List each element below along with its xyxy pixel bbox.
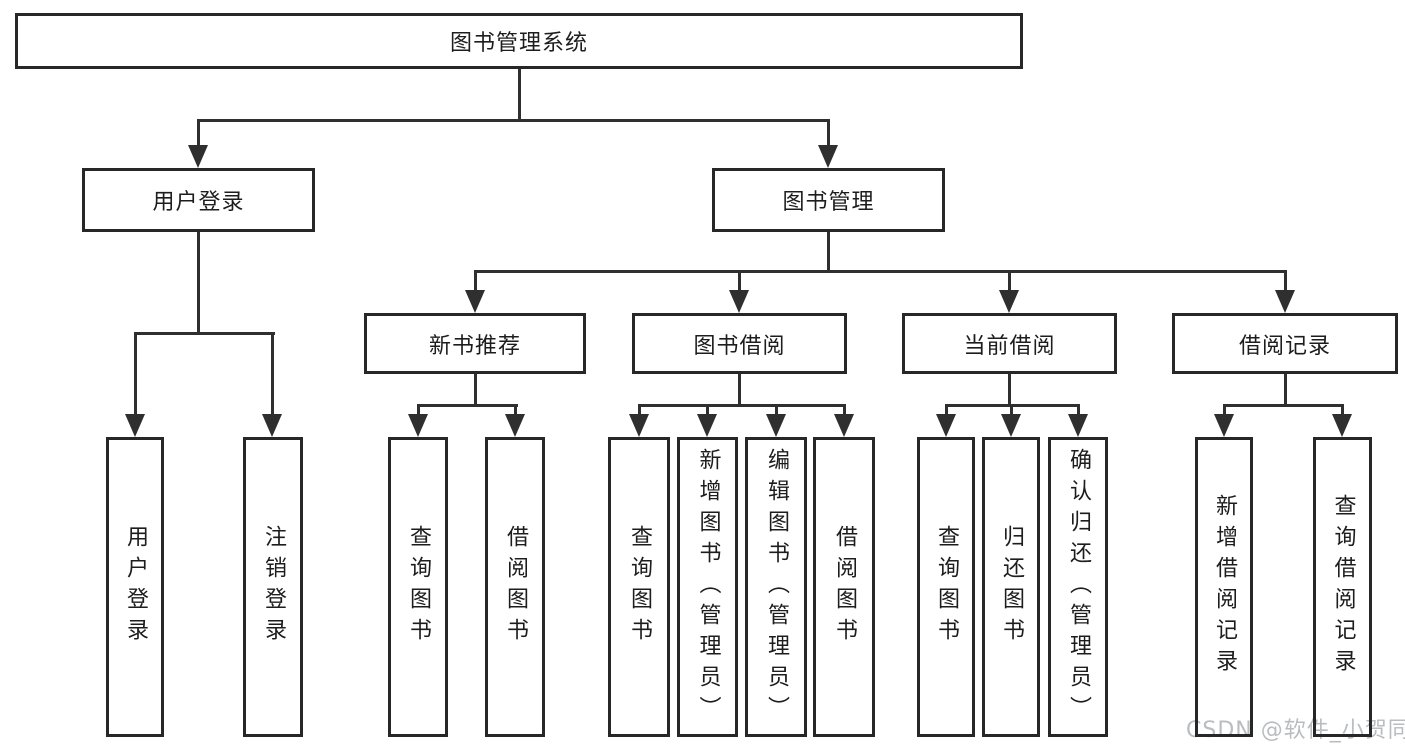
connector-drop (775, 407, 778, 415)
leaf-label: 新增图书（管理员） (695, 447, 721, 727)
leaf-label: 查询借阅记录 (1330, 494, 1356, 680)
leaf-add-book-admin: 新增图书（管理员） (677, 437, 738, 737)
arrowhead-down-icon (629, 414, 649, 437)
connector-book-borrow-stem (738, 374, 741, 406)
leaf-edit-book-admin: 编辑图书（管理员） (745, 437, 807, 737)
node-new-book-recommend: 新书推荐 (364, 313, 586, 374)
arrowhead-down-icon (697, 414, 717, 437)
connector-level3 (474, 270, 1287, 273)
connector-drop (1010, 407, 1013, 415)
arrowhead-down-icon (1001, 414, 1021, 437)
leaf-label: 注销登录 (261, 525, 286, 649)
connector-drop-leaf-user-login (134, 335, 137, 414)
arrowhead-down-icon (818, 145, 838, 168)
root-node-library-system: 图书管理系统 (15, 13, 1023, 69)
leaf-borrow-books-borrow: 借阅图书 (813, 437, 875, 737)
connector-drop-leaf-logout (271, 335, 274, 414)
connector-book-management-stem (827, 232, 830, 272)
arrowhead-down-icon (262, 414, 282, 437)
arrowhead-down-icon (766, 414, 786, 437)
arrowhead-down-icon (729, 290, 749, 313)
connector-borrow-records-group (1223, 404, 1344, 407)
connector-drop-new-book (474, 273, 477, 290)
connector-book-borrow-group (638, 404, 846, 407)
connector-new-book-stem (474, 374, 477, 406)
leaf-confirm-return-admin: 确认归还（管理员） (1048, 437, 1108, 737)
connector-drop (1341, 407, 1344, 415)
leaf-query-books-recommend: 查询图书 (388, 437, 448, 737)
connector-level2 (197, 119, 830, 122)
arrowhead-down-icon (999, 290, 1019, 313)
connector-drop (945, 407, 948, 415)
arrowhead-down-icon (1332, 414, 1352, 437)
leaf-query-books-current: 查询图书 (917, 437, 975, 737)
node-book-management: 图书管理 (712, 168, 945, 232)
arrowhead-down-icon (125, 414, 145, 437)
connector-new-book-group (417, 404, 518, 407)
arrowhead-down-icon (505, 414, 525, 437)
connector-drop-current-borrow (1008, 273, 1011, 290)
arrowhead-down-icon (188, 145, 208, 168)
node-borrow-records: 借阅记录 (1172, 313, 1398, 374)
connector-drop-book-borrow (738, 273, 741, 290)
leaf-label: 新增借阅记录 (1212, 494, 1237, 680)
csdn-watermark: CSDN @软件_小贺同学 (1186, 718, 1405, 743)
leaf-query-books-borrow: 查询图书 (608, 437, 670, 737)
arrowhead-down-icon (1275, 290, 1295, 313)
node-user-login: 用户登录 (82, 168, 315, 232)
leaf-query-borrow-record: 查询借阅记录 (1313, 437, 1372, 737)
connector-current-borrow-group (945, 404, 1080, 407)
leaf-label: 查询图书 (406, 525, 431, 649)
leaf-label: 查询图书 (627, 525, 652, 649)
connector-drop (1223, 407, 1226, 415)
connector-drop-borrow-records (1284, 273, 1287, 290)
arrowhead-down-icon (408, 414, 428, 437)
leaf-logout: 注销登录 (243, 437, 303, 737)
connector-user-login-stem (197, 232, 200, 335)
connector-user-login-group (134, 332, 275, 335)
leaf-borrow-books-recommend: 借阅图书 (485, 437, 545, 737)
leaf-label: 借阅图书 (503, 525, 528, 649)
leaf-add-borrow-record: 新增借阅记录 (1195, 437, 1253, 737)
leaf-user-login: 用户登录 (106, 437, 164, 737)
node-book-borrow: 图书借阅 (632, 313, 847, 374)
connector-drop-book-management (827, 122, 830, 146)
connector-drop (417, 407, 420, 415)
leaf-return-books: 归还图书 (982, 437, 1040, 737)
connector-drop (706, 407, 709, 415)
connector-borrow-records-stem (1284, 374, 1287, 406)
arrowhead-down-icon (1214, 414, 1234, 437)
leaf-label: 编辑图书（管理员） (764, 447, 789, 727)
connector-drop (514, 407, 517, 415)
leaf-label: 归还图书 (999, 525, 1024, 649)
connector-current-borrow-stem (1008, 374, 1011, 406)
connector-drop (1077, 407, 1080, 415)
leaf-label: 确认归还（管理员） (1066, 447, 1091, 727)
connector-root-stem (518, 69, 521, 121)
leaf-label: 借阅图书 (832, 525, 857, 649)
arrowhead-down-icon (936, 414, 956, 437)
connector-drop-user-login (197, 122, 200, 146)
connector-drop (843, 407, 846, 415)
arrowhead-down-icon (465, 290, 485, 313)
connector-drop (638, 407, 641, 415)
arrowhead-down-icon (834, 414, 854, 437)
leaf-label: 查询图书 (934, 525, 959, 649)
leaf-label: 用户登录 (123, 525, 148, 649)
node-current-borrow: 当前借阅 (902, 313, 1117, 374)
arrowhead-down-icon (1068, 414, 1088, 437)
